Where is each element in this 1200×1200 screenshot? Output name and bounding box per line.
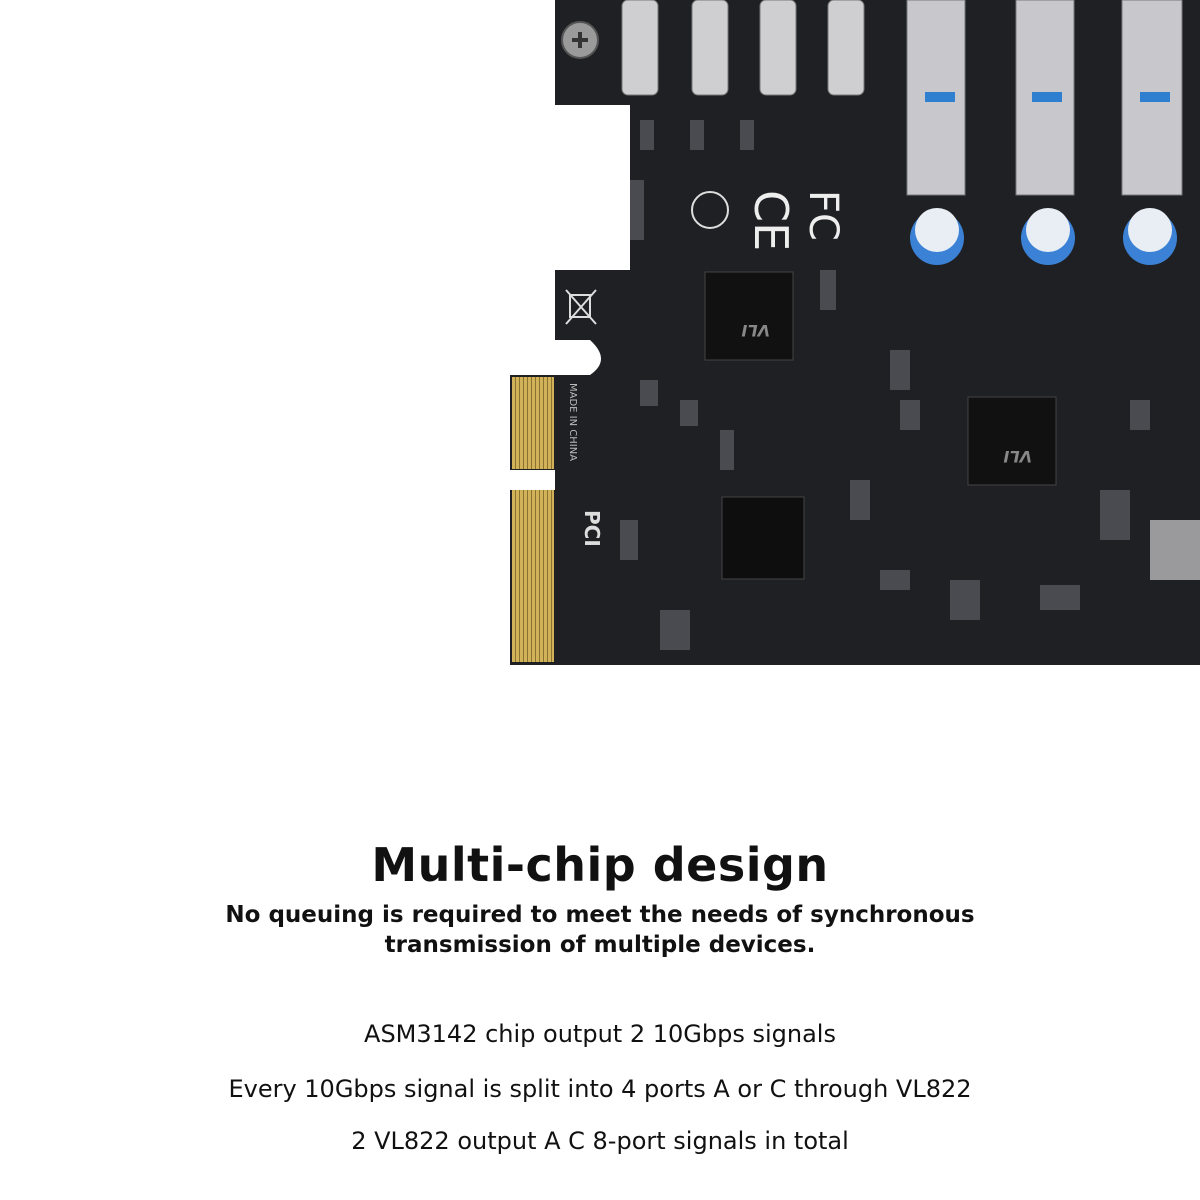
svg-text:VLI: VLI [741,321,770,340]
usb-a-ports [906,0,1183,196]
pb-free-icon [691,191,729,229]
capacitors [910,208,1177,265]
asm3142-chip [721,496,805,580]
subtitle-line: No queuing is required to meet the needs… [225,902,975,928]
weee-bin-icon [565,289,597,325]
ce-mark-icon: CE [744,190,798,251]
feature-line: 2 VL822 output A C 8-port signals in tot… [351,1127,849,1155]
subtitle: No queuing is required to meet the needs… [0,900,1200,960]
vl822-chip-2: VLI [967,396,1057,486]
pcie-gold-fingers-lower [512,490,554,662]
subtitle-line: transmission of multiple devices. [384,932,816,958]
vl822-chip-1: VLI [704,271,794,361]
pcie-gold-fingers-upper [512,377,554,469]
svg-text:VLI: VLI [1003,447,1032,466]
usb-c-ports [621,0,865,96]
pcie-card-photo: CE FC VLI VLI PCI MADE IN CHINA [510,0,1200,665]
fcc-mark-icon: FC [800,190,846,241]
feature-line: ASM3142 chip output 2 10Gbps signals [364,1020,836,1048]
page-title: Multi-chip design [371,838,829,892]
svg-text:MADE IN CHINA: MADE IN CHINA [567,383,578,461]
inductor [1150,520,1200,580]
svg-text:PCI: PCI [580,510,604,547]
feature-line: Every 10Gbps signal is split into 4 port… [228,1075,972,1103]
circuit-board [510,0,1200,665]
